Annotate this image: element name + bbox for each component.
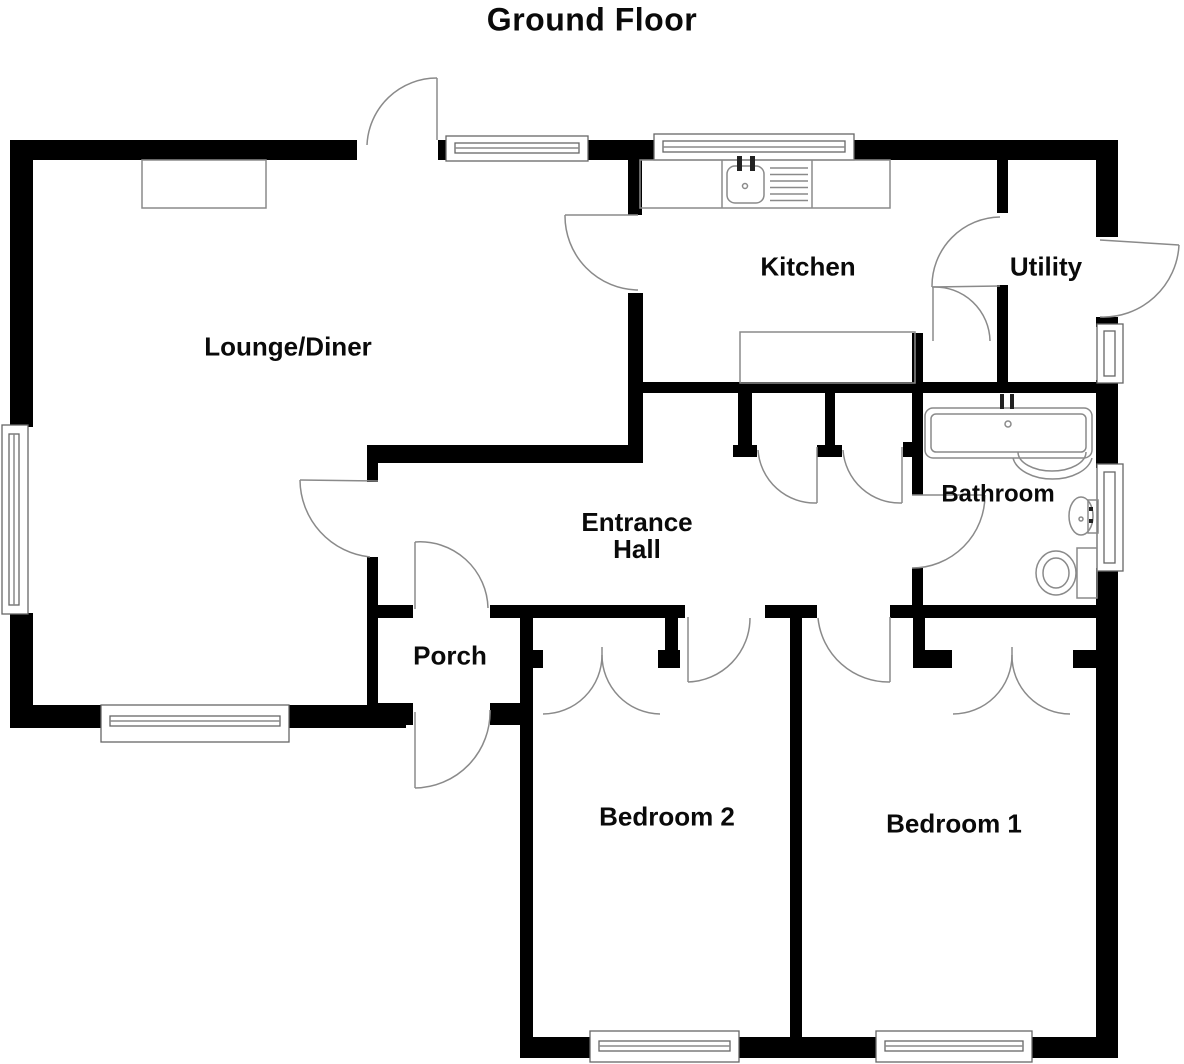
window-icon: [875, 1030, 1033, 1063]
fireplace-icon: [141, 159, 267, 209]
windows: [1, 133, 1124, 1063]
room-label-kitchen: Kitchen: [760, 251, 856, 282]
toilet-icon: [1035, 547, 1098, 599]
bath-icon: [924, 394, 1093, 480]
door-arc-icon: [932, 286, 991, 342]
walls: [10, 140, 1118, 1058]
door-arc-icon: [931, 216, 1001, 288]
window-icon: [1096, 323, 1124, 384]
room-label-bedroom1: Bedroom 1: [886, 808, 1022, 839]
door-arc-icon: [366, 77, 438, 146]
room-label-bedroom2: Bedroom 2: [599, 801, 735, 832]
window-icon: [653, 133, 855, 161]
door-arc-icon: [414, 709, 491, 789]
room-label-lounge: Lounge/Diner: [204, 331, 372, 362]
window-icon: [100, 704, 290, 743]
door-arc-icon: [911, 494, 986, 569]
window-icon: [1096, 463, 1124, 572]
drainer-icon: [770, 167, 808, 202]
page-title: Ground Floor: [486, 1, 698, 38]
window-icon: [589, 1030, 740, 1063]
door-arc-icon: [414, 541, 489, 609]
doors: [299, 77, 1180, 789]
door-arc-icon: [299, 479, 379, 558]
wardrobe-doors-icon: [542, 647, 661, 715]
door-arc-icon: [842, 447, 903, 504]
fixtures: [141, 156, 1099, 599]
kitchen-counter-icon: [739, 331, 916, 384]
wardrobe-doors-icon: [952, 647, 1071, 715]
door-arc-icon: [687, 617, 751, 683]
door-arc-icon: [817, 617, 891, 683]
window-icon: [445, 135, 589, 162]
door-arc-icon: [757, 447, 818, 504]
kitchen-counter-icon: [639, 159, 891, 209]
kitchen-sink-icon: [726, 156, 765, 204]
wash-basin-icon: [1068, 496, 1099, 536]
room-label-hall: Entrance Hall: [581, 506, 693, 564]
room-label-porch: Porch: [413, 640, 487, 671]
door-arc-icon: [564, 214, 639, 291]
door-arc-icon: [1099, 239, 1180, 318]
room-label-utility: Utility: [1009, 251, 1083, 282]
window-icon: [1, 424, 29, 615]
room-label-bathroom: Bathroom: [941, 480, 1055, 508]
